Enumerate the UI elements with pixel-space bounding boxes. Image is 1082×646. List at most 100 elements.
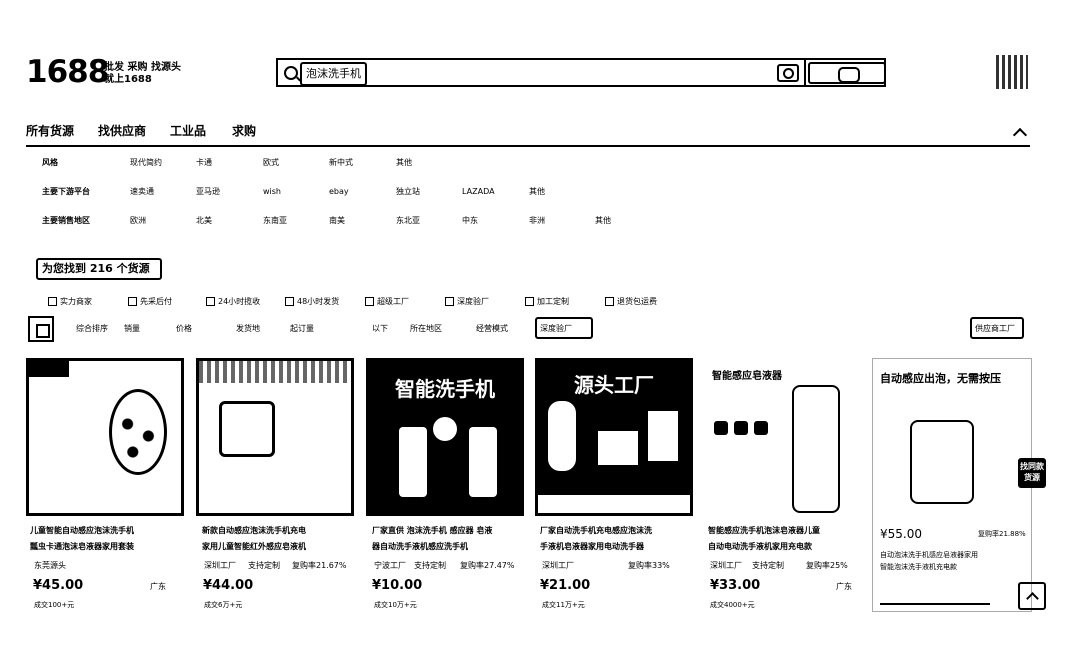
filter-option[interactable]: 东北亚 [396, 216, 420, 225]
filter-option[interactable]: 亚马逊 [196, 187, 220, 196]
product-price: ¥33.00 [710, 578, 761, 593]
sort-sales[interactable]: 销量 [124, 324, 140, 333]
collapse-chevron-icon[interactable] [1012, 127, 1028, 143]
product-image[interactable] [196, 358, 354, 516]
filter-option[interactable]: 欧式 [263, 158, 279, 167]
product-title[interactable]: 智能感应洗手机泡沫皂液器儿童 [708, 526, 820, 535]
product-image[interactable]: 智能洗手机 [366, 358, 524, 516]
filter-option[interactable]: 速卖通 [130, 187, 154, 196]
sort-business-model[interactable]: 经营模式 [476, 324, 508, 333]
product-company[interactable]: 深圳工厂 [542, 561, 574, 570]
filter-label-style: 风格 [42, 158, 58, 167]
product-image[interactable] [26, 358, 184, 516]
product-image[interactable] [910, 420, 974, 504]
service-tag[interactable]: 先采后付 [128, 297, 172, 307]
product-title[interactable]: 儿童智能自动感应泡沫洗手机 [30, 526, 134, 535]
filter-option[interactable]: 其他 [529, 187, 545, 196]
product-price: ¥44.00 [203, 578, 254, 593]
product-image[interactable]: 智能感应皂液器 [705, 358, 863, 516]
sort-price[interactable]: 价格 [176, 324, 192, 333]
product-title-line2[interactable]: 器自动洗手液机感应洗手机 [372, 542, 468, 551]
search-query-chip[interactable]: 泡沫洗手机 [300, 62, 367, 86]
product-title-line2[interactable]: 家用儿童智能红外感应皂液机 [202, 542, 306, 551]
product-title[interactable]: 新款自动感应泡沫洗手机充电 [202, 526, 306, 535]
search-icon [284, 66, 298, 80]
sort-below[interactable]: 以下 [372, 324, 388, 333]
result-count: 为您找到 216 个货源 [36, 258, 162, 280]
service-tag[interactable]: 48小时发货 [285, 297, 339, 307]
product-price: ¥45.00 [33, 578, 84, 593]
filter-label-region: 主要销售地区 [42, 216, 90, 225]
filter-option[interactable]: 卡通 [196, 158, 212, 167]
filter-option[interactable]: 其他 [396, 158, 412, 167]
filter-option[interactable]: 东南亚 [263, 216, 287, 225]
site-logo[interactable]: 1688 [26, 54, 109, 90]
filter-option[interactable]: 新中式 [329, 158, 353, 167]
service-tag[interactable]: 深度验厂 [445, 297, 489, 307]
hover-action-bar [880, 603, 990, 605]
sort-region[interactable]: 所在地区 [410, 324, 442, 333]
service-tag[interactable]: 退货包运费 [605, 297, 657, 307]
sort-ship-from[interactable]: 发货地 [236, 324, 260, 333]
product-title-line2[interactable]: 自动电动洗手液机家用充电款 [708, 542, 812, 551]
product-title[interactable]: 厂家自动洗手机充电感应泡沫洗 [540, 526, 652, 535]
back-to-top-icon[interactable] [1018, 582, 1046, 610]
filter-option[interactable]: 北美 [196, 216, 212, 225]
qr-code-icon[interactable] [996, 55, 1028, 89]
filter-option[interactable]: 中东 [462, 216, 478, 225]
sort-comprehensive[interactable]: 综合排序 [76, 324, 108, 333]
filter-option[interactable]: 南美 [329, 216, 345, 225]
factory-filter-chip[interactable]: 深度验厂 [535, 317, 593, 339]
filter-label-platform: 主要下游平台 [42, 187, 90, 196]
slogan-line-2: 就上1688 [104, 74, 152, 85]
product-tag: 支持定制 [752, 561, 784, 570]
service-tag[interactable]: 实力商家 [48, 297, 92, 307]
product-title[interactable]: 自动泡沫洗手机感应皂液器家用 [880, 551, 978, 559]
filter-option[interactable]: 独立站 [396, 187, 420, 196]
product-repurchase: 复购率25% [806, 561, 848, 570]
filter-option[interactable]: 现代简约 [130, 158, 162, 167]
supplier-factory-button[interactable]: 供应商工厂 [970, 317, 1024, 339]
product-price: ¥10.00 [372, 578, 423, 593]
product-image[interactable]: 源头工厂 [535, 358, 693, 516]
product-sold: 成交11万+元 [542, 601, 585, 609]
filter-option[interactable]: ebay [329, 187, 349, 196]
service-tag[interactable]: 超级工厂 [365, 297, 409, 307]
product-company[interactable]: 深圳工厂 [710, 561, 742, 570]
filter-option[interactable]: 欧洲 [130, 216, 146, 225]
nav-suppliers[interactable]: 找供应商 [98, 124, 147, 138]
product-price: ¥55.00 [880, 527, 922, 541]
sort-moq[interactable]: 起订量 [290, 324, 314, 333]
product-company[interactable]: 宁波工厂 [374, 561, 406, 570]
product-location: 广东 [150, 582, 166, 591]
filter-option[interactable]: wish [263, 187, 282, 196]
product-company[interactable]: 东莞源头 [34, 561, 66, 570]
product-banner: 自动感应出泡，无需按压 [880, 372, 1001, 385]
grid-view-icon[interactable] [28, 316, 54, 342]
product-company[interactable]: 深圳工厂 [204, 561, 236, 570]
nav-purchase[interactable]: 求购 [232, 124, 257, 138]
product-sold: 成交100+元 [34, 601, 75, 609]
search-button[interactable] [808, 62, 886, 84]
service-tag[interactable]: 24小时揽收 [206, 297, 260, 307]
camera-icon[interactable] [777, 64, 799, 82]
product-sold: 成交10万+元 [374, 601, 417, 609]
product-banner: 源头工厂 [574, 373, 654, 397]
product-repurchase: 复购率33% [628, 561, 670, 570]
find-similar-button[interactable]: 找同款货源 [1018, 458, 1046, 488]
slogan-line-1: 批发 采购 找源头 [104, 62, 181, 73]
filter-option[interactable]: LAZADA [462, 187, 495, 196]
nav-industrial[interactable]: 工业品 [170, 124, 207, 138]
service-tag[interactable]: 加工定制 [525, 297, 569, 307]
product-title-line2[interactable]: 手液机皂液器家用电动洗手器 [540, 542, 644, 551]
product-title-line2[interactable]: 智能泡沫洗手液机充电款 [880, 563, 957, 571]
product-banner: 智能洗手机 [395, 377, 495, 401]
filter-option[interactable]: 非洲 [529, 216, 545, 225]
filter-option[interactable]: 其他 [595, 216, 611, 225]
product-price: ¥21.00 [540, 578, 591, 593]
product-sold: 成交4000+元 [710, 601, 755, 609]
product-title[interactable]: 厂家直供 泡沫洗手机 感应器 皂液 [372, 526, 493, 535]
product-title-line2[interactable]: 瓢虫卡通泡沫皂液器家用套装 [30, 542, 134, 551]
product-repurchase: 复购率27.47% [460, 561, 515, 570]
nav-all-goods[interactable]: 所有货源 [26, 124, 75, 138]
